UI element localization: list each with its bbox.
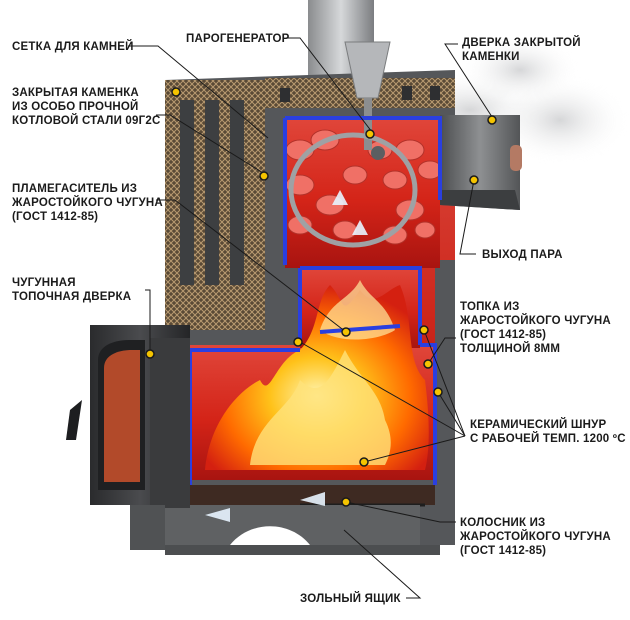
leader-ceramic-cord-1: [299, 341, 466, 437]
label-line: ЗОЛЬНЫЙ ЯЩИК: [300, 593, 401, 605]
label-line: ТОПКА ИЗ: [460, 301, 520, 313]
marker-dot-ceramic-cord-3: [433, 387, 443, 397]
marker-dot-closed-heater-door: [487, 115, 497, 125]
leader-firebox-door: [145, 289, 151, 354]
leader-grate: [345, 501, 456, 523]
label-line: КОЛОСНИК ИЗ: [460, 517, 546, 529]
label-line: ЖАРОСТОЙКОГО ЧУГУНА: [12, 197, 163, 209]
label-ceramic-cord: КЕРАМИЧЕСКИЙ ШНУР С РАБОЧЕЙ ТЕМП. 1200 ºС: [470, 418, 626, 446]
leader-flame-arrester: [156, 199, 347, 333]
label-line: ЖАРОСТОЙКОГО ЧУГУНА: [460, 531, 611, 543]
label-line: ЗАКРЫТАЯ КАМЕНКА: [12, 87, 139, 99]
label-line: КЕРАМИЧЕСКИЙ ШНУР: [470, 419, 607, 431]
label-steam-generator: ПАРОГЕНЕРАТОР: [186, 32, 290, 46]
label-line: ИЗ ОСОБО ПРОЧНОЙ: [12, 101, 139, 113]
marker-dot-flame-arrester: [341, 327, 351, 337]
label-line: (ГОСТ 1412-85): [12, 211, 99, 223]
label-line: ВЫХОД ПАРА: [482, 249, 563, 261]
label-line: ТОЛЩИНОЙ 8ММ: [460, 343, 561, 355]
fire: [205, 280, 429, 470]
label-line: КАМЕНКИ: [462, 51, 520, 63]
label-line: ЖАРОСТОЙКОГО ЧУГУНА: [460, 315, 611, 327]
leader-steam-generator: [286, 37, 373, 133]
air-flow-arrows: [205, 190, 368, 522]
label-line: ПАРОГЕНЕРАТОР: [186, 33, 290, 45]
label-line: С РАБОЧЕЙ ТЕМП. 1200 ºС: [470, 433, 626, 445]
leader-ceramic-cord-4: [363, 435, 466, 463]
label-line: КОТЛОВОЙ СТАЛИ 09Г2С: [12, 115, 161, 127]
label-line: ПЛАМЕГАСИТЕЛЬ ИЗ: [12, 183, 138, 195]
label-line: ТОПОЧНАЯ ДВЕРКА: [12, 291, 132, 303]
leader-closed-heater: [156, 114, 269, 177]
steam-generator: [288, 41, 418, 248]
marker-dot-firebox: [423, 359, 433, 369]
label-firebox: ТОПКА ИЗ ЖАРОСТОЙКОГО ЧУГУНА (ГОСТ 1412-85…: [460, 300, 611, 356]
grate-ash-area: [165, 485, 440, 555]
label-ash-box: ЗОЛЬНЫЙ ЯЩИК: [300, 592, 401, 606]
marker-dot-steam-generator: [365, 129, 375, 139]
marker-dot-firebox-door: [145, 349, 155, 359]
label-grate: КОЛОСНИК ИЗ ЖАРОСТОЙКОГО ЧУГУНА (ГОСТ 1412…: [460, 516, 611, 558]
marker-dot-ceramic-cord-2: [419, 325, 429, 335]
marker-dot-ceramic-cord-1: [293, 337, 303, 347]
label-closed-heater: ЗАКРЫТАЯ КАМЕНКА ИЗ ОСОБО ПРОЧНОЙ КОТЛОВОЙ…: [12, 86, 160, 128]
label-firebox-door: ЧУГУННАЯ ТОПОЧНАЯ ДВЕРКА: [12, 276, 131, 304]
label-flame-arrester: ПЛАМЕГАСИТЕЛЬ ИЗ ЖАРОСТОЙКОГО ЧУГУНА (ГОСТ…: [12, 182, 163, 224]
label-steam-outlet: ВЫХОД ПАРА: [482, 248, 563, 262]
marker-dot-stone-net: [171, 87, 181, 97]
label-line: (ГОСТ 1412-85): [460, 329, 547, 341]
label-line: ДВЕРКА ЗАКРЫТОЙ: [462, 37, 581, 49]
firebox-door: [66, 325, 190, 550]
marker-dot-closed-heater: [259, 171, 269, 181]
leader-closed-heater-door: [444, 43, 495, 121]
leader-ceramic-cord-3: [437, 391, 466, 437]
label-stone-net: СЕТКА ДЛЯ КАМНЕЙ: [12, 40, 134, 54]
label-closed-heater-door: ДВЕРКА ЗАКРЫТОЙ КАМЕНКИ: [462, 36, 581, 64]
marker-dot-grate: [341, 497, 351, 507]
marker-dot-steam-outlet: [469, 175, 479, 185]
label-line: СЕТКА ДЛЯ КАМНЕЙ: [12, 41, 134, 53]
marker-dot-ceramic-cord-4: [359, 457, 369, 467]
label-line: (ГОСТ 1412-85): [460, 545, 547, 557]
leader-ceramic-cord-2: [423, 329, 466, 437]
leader-steam-outlet: [459, 179, 476, 255]
leader-stone-net: [128, 45, 269, 139]
heater-door-open: [440, 115, 522, 210]
leader-ash-box: [343, 529, 422, 599]
label-line: ЧУГУННАЯ: [12, 277, 76, 289]
